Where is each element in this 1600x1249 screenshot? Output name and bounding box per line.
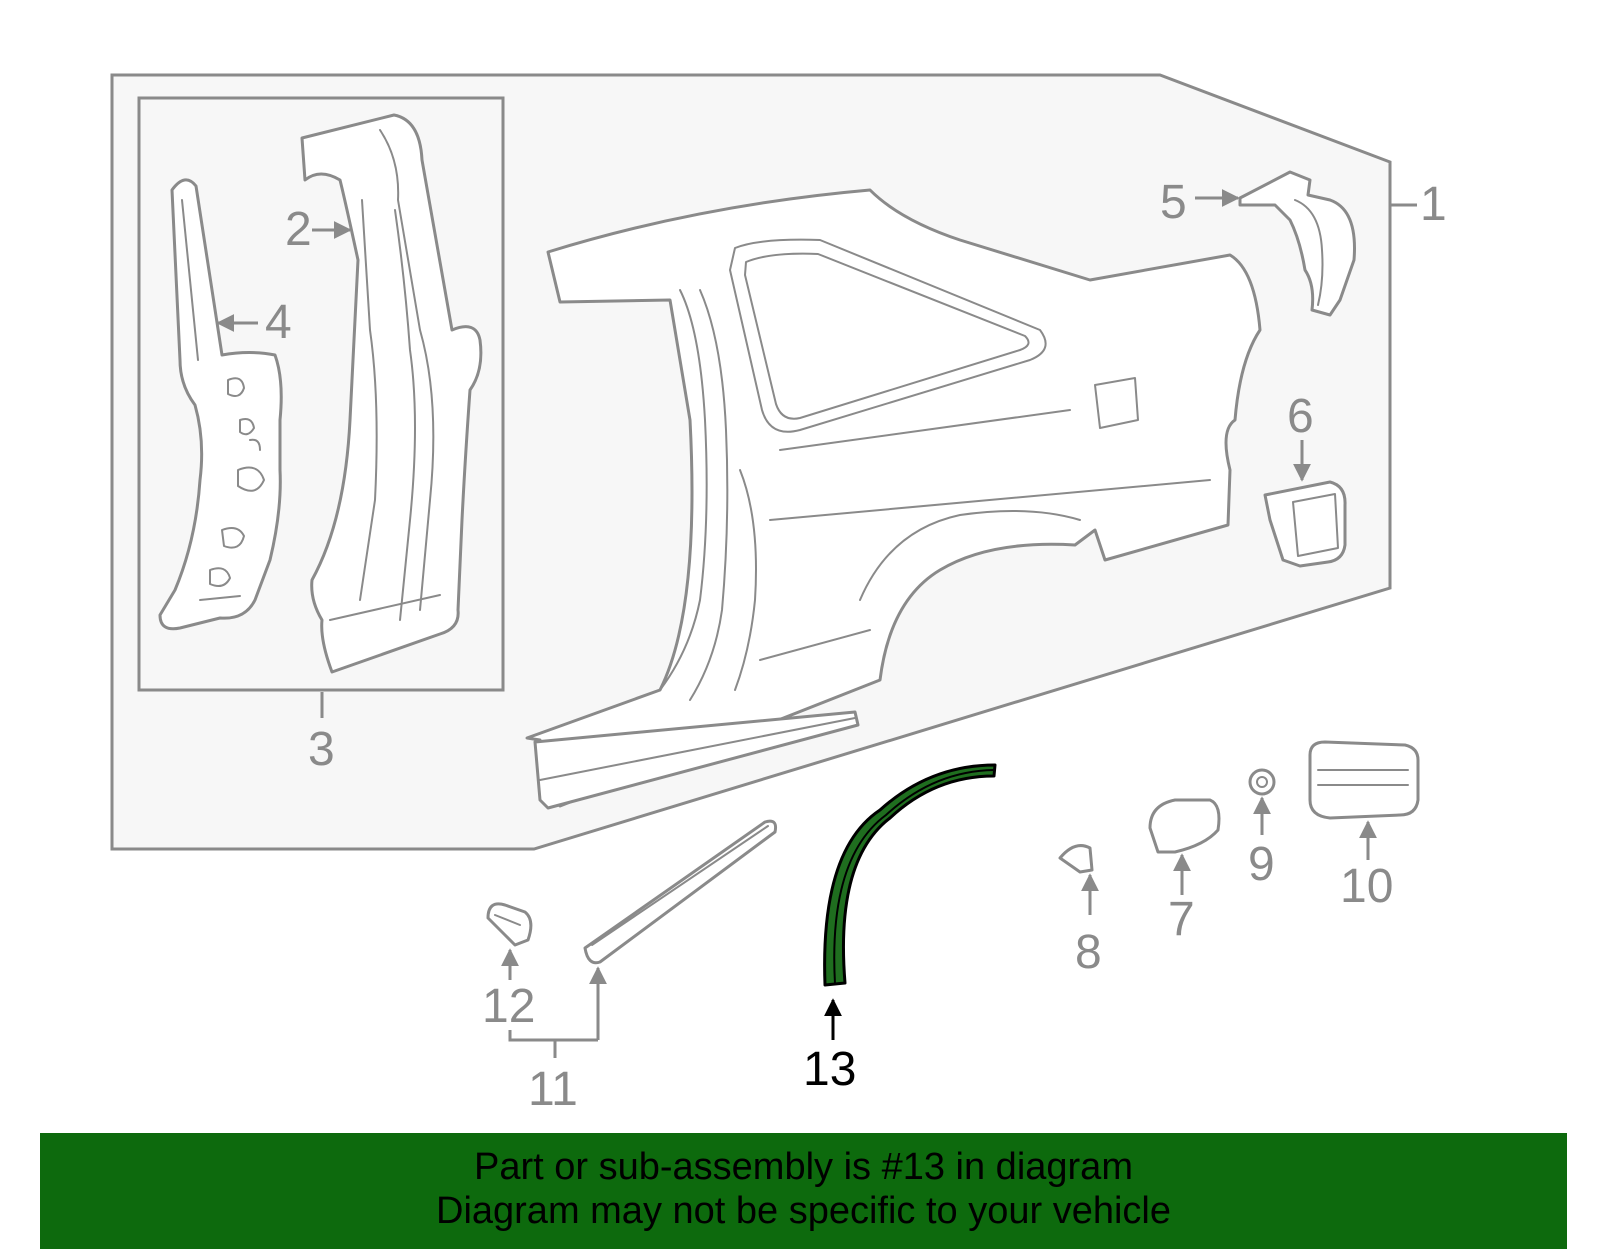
callout-7: 7 xyxy=(1168,893,1195,946)
info-banner: Part or sub-assembly is #13 in diagram D… xyxy=(40,1133,1567,1249)
part-8-clip[interactable] xyxy=(1058,844,1094,874)
banner-line-part: Part or sub-assembly is #13 in diagram xyxy=(474,1146,1133,1188)
part-1-quarter-panel[interactable] xyxy=(525,188,1262,810)
part-12-push-clip[interactable] xyxy=(486,902,533,947)
part-2-outer-pillar[interactable] xyxy=(300,113,483,674)
callout-1: 1 xyxy=(1420,178,1447,231)
callout-10: 10 xyxy=(1340,860,1393,913)
part-13-wheel-arch-molding[interactable] xyxy=(823,763,997,987)
callout-6: 6 xyxy=(1287,390,1314,443)
callout-11: 11 xyxy=(528,1063,578,1116)
part-6-fuel-housing[interactable] xyxy=(1263,480,1347,568)
part-9-grommet[interactable] xyxy=(1248,768,1276,796)
leader-lines xyxy=(216,189,1417,1058)
callout-8: 8 xyxy=(1075,926,1102,979)
callout-9: 9 xyxy=(1248,838,1275,891)
part-11-molding[interactable] xyxy=(583,819,777,965)
callout-5: 5 xyxy=(1160,176,1187,229)
callout-12: 12 xyxy=(482,980,535,1033)
callout-13: 13 xyxy=(803,1043,856,1096)
callout-2: 2 xyxy=(285,203,312,256)
callout-4: 4 xyxy=(265,296,292,349)
part-5-bracket[interactable] xyxy=(1238,170,1356,317)
callout-3: 3 xyxy=(308,723,335,776)
part-10-pocket[interactable] xyxy=(1308,740,1420,820)
part-4-inner-pillar[interactable] xyxy=(158,178,283,631)
part-7-cap[interactable] xyxy=(1148,798,1221,854)
banner-line-disclaimer: Diagram may not be specific to your vehi… xyxy=(436,1190,1171,1232)
callout-labels: 1 2 3 4 5 6 7 8 9 10 11 12 13 xyxy=(265,176,1447,1116)
